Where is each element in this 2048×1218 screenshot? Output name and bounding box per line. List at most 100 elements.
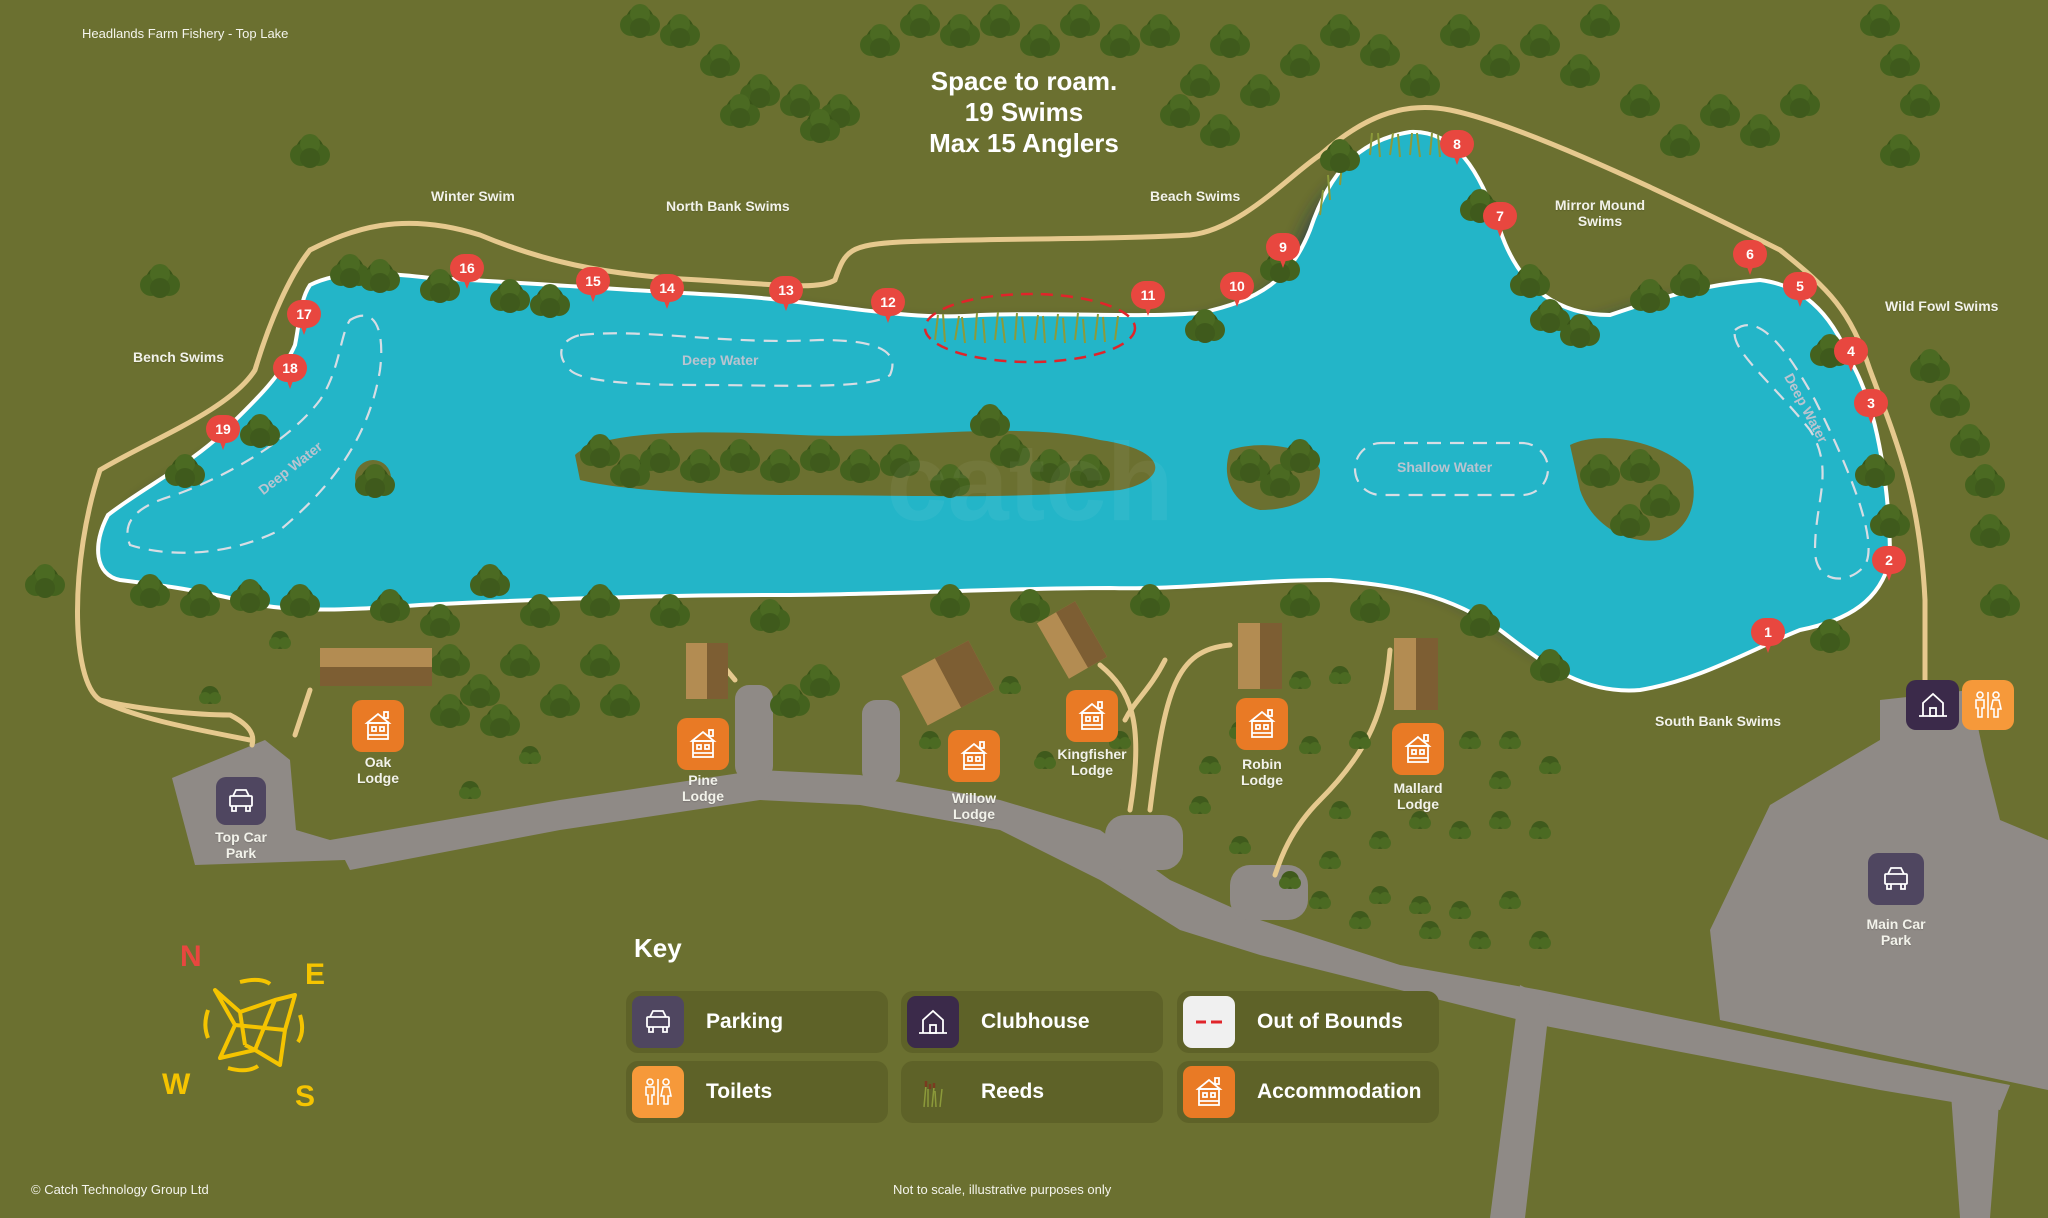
headline-line-2: 19 Swims: [964, 97, 1084, 127]
top-car-park-marker[interactable]: [216, 777, 266, 825]
willow-lodge-type: Lodge: [953, 806, 995, 822]
house-icon: [919, 1009, 947, 1034]
area-label-bench: Bench Swims: [133, 349, 225, 365]
pine-lodge-marker[interactable]: [677, 718, 729, 770]
copyright: © Catch Technology Group Ltd: [31, 1182, 209, 1197]
reeds: [934, 132, 1441, 344]
key-icon-accommodation: [1183, 1066, 1235, 1118]
lodge-icon: [364, 711, 392, 740]
key-icon-clubhouse: [907, 996, 959, 1048]
key-item-reeds: Reeds: [901, 1061, 1163, 1123]
lodge-icon: [689, 729, 717, 758]
key-icon-out-of-bounds: [1183, 996, 1235, 1048]
compass-east: E: [305, 958, 326, 991]
main-car-park-marker[interactable]: [1868, 853, 1924, 905]
key-label-accommodation: Accommodation: [1257, 1080, 1422, 1103]
out-of-bounds-zone: [923, 292, 1137, 364]
key-item-clubhouse: Clubhouse: [901, 991, 1163, 1053]
house-icon: [1918, 692, 1947, 717]
robin-lodge-type: Lodge: [1241, 772, 1283, 788]
swim-pin-8[interactable]: 8: [1440, 130, 1474, 165]
key-title: Key: [634, 933, 682, 963]
swim-pin-9[interactable]: 9: [1266, 233, 1300, 268]
swim-pin-12[interactable]: 12: [871, 288, 905, 323]
main-car-park-line-2: Park: [1880, 932, 1912, 948]
footpaths: [75, 104, 1928, 878]
swim-pin-11[interactable]: 11: [1131, 281, 1165, 316]
swim-pin-10[interactable]: 10: [1220, 272, 1254, 307]
willow-lodge-marker[interactable]: [948, 730, 1000, 782]
swim-pin-1[interactable]: 1: [1751, 618, 1785, 653]
swim-pin-16[interactable]: 16: [450, 254, 484, 289]
lodge-icon: [1078, 701, 1106, 730]
top-car-park-line-2: Park: [225, 845, 257, 861]
swim-pin-13[interactable]: 13: [769, 276, 803, 311]
pine-lodge-type: Lodge: [682, 788, 724, 804]
swim-pin-5[interactable]: 5: [1783, 272, 1817, 307]
swim-pin-2[interactable]: 2: [1872, 546, 1906, 581]
swim-pin-7[interactable]: 7: [1483, 202, 1517, 237]
disclaimer: Not to scale, illustrative purposes only: [893, 1182, 1112, 1197]
car-icon: [229, 789, 253, 812]
car-icon: [1884, 867, 1908, 890]
map-title: Headlands Farm Fishery - Top Lake: [82, 26, 289, 41]
key-icon-toilets: [632, 1066, 684, 1118]
key-label-toilets: Toilets: [706, 1080, 773, 1103]
depth-zones: [126, 314, 1870, 580]
water-label-shallow: Shallow Water: [1397, 459, 1493, 475]
key-item-parking: Parking: [626, 991, 888, 1053]
key-icon-parking: [632, 996, 684, 1048]
area-label-mirror-mound-line-2: Swims: [1577, 213, 1623, 229]
area-label-wild-fowl: Wild Fowl Swims: [1885, 298, 1999, 314]
key-item-accommodation: Accommodation: [1177, 1061, 1439, 1123]
swim-pin-14[interactable]: 14: [650, 274, 684, 309]
area-label-south-bank: South Bank Swims: [1655, 713, 1782, 729]
compass-rose: N E S W: [150, 940, 350, 1120]
toilets-icon: [1975, 691, 2002, 718]
swim-pin-19[interactable]: 19: [206, 415, 240, 450]
toilets-marker[interactable]: [1962, 680, 2014, 730]
robin-lodge-marker[interactable]: [1236, 698, 1288, 750]
clubhouse-marker[interactable]: [1906, 680, 1959, 730]
robin-lodge-name: Robin: [1242, 756, 1282, 772]
mallard-lodge-name: Mallard: [1393, 780, 1443, 796]
lodge-icon: [960, 741, 988, 770]
willow-lodge-name: Willow: [951, 790, 997, 806]
kingfisher-lodge-name: Kingfisher: [1057, 746, 1127, 762]
area-label-mirror-mound-line-1: Mirror Mound: [1554, 197, 1646, 213]
swim-pin-6[interactable]: 6: [1733, 240, 1767, 275]
area-label-north-bank: North Bank Swims: [666, 198, 790, 214]
swim-pin-18[interactable]: 18: [273, 354, 307, 389]
oak-lodge-marker[interactable]: [352, 700, 404, 752]
swim-pin-4[interactable]: 4: [1834, 337, 1868, 372]
key-label-out-of-bounds: Out of Bounds: [1257, 1010, 1403, 1033]
watermark: catch: [886, 421, 1173, 544]
key-label-reeds: Reeds: [981, 1080, 1045, 1103]
lodge-icon: [1248, 709, 1276, 738]
mallard-lodge-type: Lodge: [1397, 796, 1439, 812]
area-label-mirror-mound: Mirror Mound Swims: [1550, 197, 1650, 229]
headline: Space to roam. 19 Swims Max 15 Anglers: [874, 66, 1174, 159]
main-car-park-line-1: Main Car: [1866, 916, 1926, 932]
mallard-lodge-marker[interactable]: [1392, 723, 1444, 775]
swim-pin-3[interactable]: 3: [1854, 389, 1888, 424]
top-car-park-line-1: Top Car: [215, 829, 267, 845]
swim-pin-17[interactable]: 17: [287, 300, 321, 335]
dashed-line-icon: [1196, 1020, 1222, 1024]
headline-line-1: Space to roam.: [930, 66, 1118, 96]
key-icon-reeds: [907, 1066, 959, 1118]
area-label-winter-swim: Winter Swim: [431, 188, 515, 204]
water-label-deep-north: Deep Water: [682, 352, 759, 368]
kingfisher-lodge-type: Lodge: [1071, 762, 1113, 778]
swim-pin-15[interactable]: 15: [576, 267, 610, 302]
lodge-buildings: [320, 601, 1438, 726]
compass-south: S: [295, 1080, 316, 1113]
kingfisher-lodge-marker[interactable]: [1066, 690, 1118, 742]
